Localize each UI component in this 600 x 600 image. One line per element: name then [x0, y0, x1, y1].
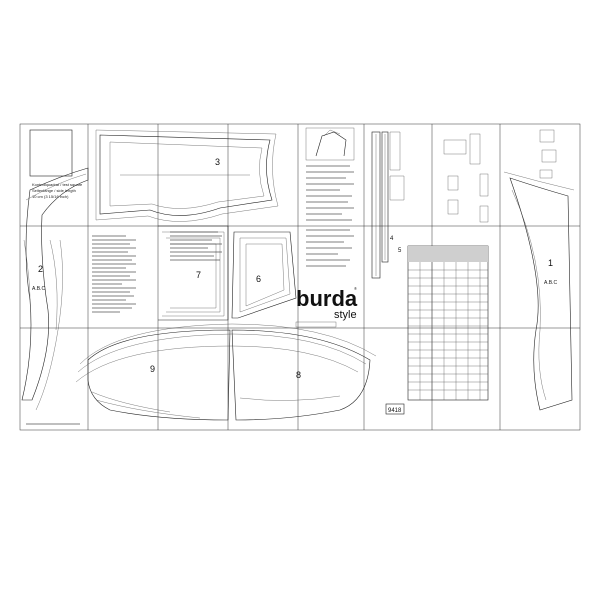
piece-1-number: 1: [548, 258, 553, 268]
piece-7-number: 7: [196, 270, 201, 280]
piece-3-waistband: 3: [95, 129, 279, 222]
piece-2-number: 2: [38, 264, 43, 274]
piece-1-sizes: A.B.C: [544, 280, 557, 286]
piece-7-8-nested: 7 6: [158, 225, 297, 321]
piece-4-number: 4: [390, 236, 394, 242]
piece-9-skirt-panels: 9 8: [75, 323, 377, 421]
piece-6-number: 6: [256, 274, 261, 284]
test-square-subtitle: Seitenlänge / side length: [32, 188, 76, 193]
test-square-title: Kontrollquadrat / test square: [32, 182, 83, 187]
brand-name: burda: [296, 286, 358, 311]
piece-5-number: 5: [398, 248, 402, 254]
test-square-size: 10 cm (3 15/16 inch): [32, 194, 69, 199]
brand-sub: style: [334, 309, 357, 321]
test-square-box: Kontrollquadrat / test square Seitenläng…: [29, 129, 83, 199]
piece-9-number: 9: [150, 364, 155, 374]
instruction-text-blocks: [92, 165, 354, 313]
pattern-number: 9418: [388, 408, 402, 414]
pattern-number-box: 9418: [385, 403, 405, 415]
piece-3-number: 3: [215, 157, 220, 167]
piece-2-sizes: A.B.C: [32, 286, 45, 292]
burda-logo: burda ® style: [295, 286, 358, 328]
small-pieces: [443, 129, 557, 223]
size-chart-table: [407, 245, 489, 401]
sewing-illustration: [305, 127, 355, 161]
piece-1-side-panel: 1 A.B.C: [503, 171, 575, 411]
piece-4-5-strips: 4 5: [371, 131, 405, 279]
piece-8-number: 8: [296, 370, 301, 380]
sheet-grid: [19, 123, 581, 431]
brand-registered: ®: [354, 286, 357, 291]
piece-2-side-panel: 2 A.B.C: [21, 167, 89, 411]
